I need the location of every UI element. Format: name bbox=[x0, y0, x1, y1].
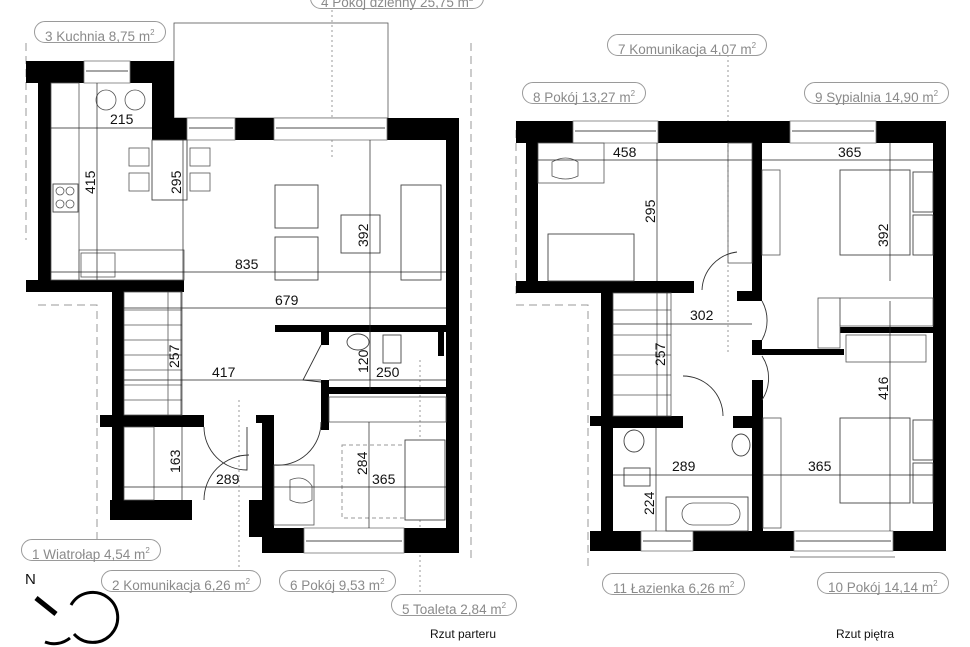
dim-257-upper: 257 bbox=[652, 342, 668, 366]
dim-392-upper: 392 bbox=[875, 223, 891, 247]
ground-floor-caption: Rzut parteru bbox=[430, 627, 497, 641]
room-label-pokoj-8: 8 Pokój 13,27 m2 bbox=[522, 82, 647, 105]
dim-458: 458 bbox=[613, 144, 637, 160]
dim-163: 163 bbox=[167, 449, 183, 473]
upper-floor-caption: Rzut piętra bbox=[836, 627, 895, 641]
dim-215: 215 bbox=[110, 111, 134, 127]
dim-365-upper-a: 365 bbox=[838, 144, 862, 160]
room-label-text: 7 Komunikacja 4,07 m bbox=[618, 42, 752, 57]
dim-250: 250 bbox=[376, 364, 400, 380]
north-label: N bbox=[25, 571, 36, 588]
dim-417: 417 bbox=[212, 364, 236, 380]
dim-295: 295 bbox=[168, 170, 184, 194]
room-label-text: 8 Pokój 13,27 m bbox=[533, 90, 631, 105]
dim-679: 679 bbox=[275, 292, 299, 308]
room-label-text: 5 Toaleta 2,84 m bbox=[402, 602, 502, 617]
room-label-lazienka: 11 Łazienka 6,26 m2 bbox=[602, 573, 746, 596]
room-label-kuchnia: 3 Kuchnia 8,75 m2 bbox=[34, 21, 166, 44]
upper-floor-plan: 458 295 365 392 302 257 416 289 365 224 bbox=[515, 55, 946, 570]
room-label-sypialnia: 9 Sypialnia 14,90 m2 bbox=[804, 82, 950, 105]
room-label-text: 9 Sypialnia 14,90 m bbox=[815, 90, 934, 105]
dim-365: 365 bbox=[372, 471, 396, 487]
room-label-pokoj-dzienny: 4 Pokój dzienny 25,75 m2 bbox=[310, 0, 485, 10]
superscript: 2 bbox=[751, 41, 757, 50]
superscript: 2 bbox=[380, 577, 385, 586]
dim-416: 416 bbox=[875, 376, 891, 400]
dim-295-upper: 295 bbox=[642, 199, 658, 223]
room-label-komunikacja-ground: 2 Komunikacja 6,26 m2 bbox=[101, 570, 262, 593]
dim-289: 289 bbox=[216, 471, 240, 487]
room-label-pokoj-6: 6 Pokój 9,53 m2 bbox=[279, 570, 396, 593]
room-label-wiatrolap: 1 Wiatrołap 4,54 m2 bbox=[21, 539, 161, 562]
room-label-pokoj-10: 10 Pokój 14,14 m2 bbox=[817, 572, 949, 595]
room-label-komunikacja-upper: 7 Komunikacja 4,07 m2 bbox=[607, 34, 768, 57]
superscript: 2 bbox=[150, 28, 155, 37]
dim-224: 224 bbox=[641, 491, 657, 515]
room-label-text: 4 Pokój dzienny 25,75 m bbox=[321, 0, 469, 10]
superscript: 2 bbox=[245, 577, 251, 586]
room-label-text: 1 Wiatrołap 4,54 m bbox=[32, 547, 146, 562]
north-arrow-icon bbox=[34, 590, 120, 646]
room-label-toaleta: 5 Toaleta 2,84 m2 bbox=[391, 594, 518, 617]
dim-415: 415 bbox=[82, 170, 98, 194]
dim-284: 284 bbox=[354, 451, 370, 475]
ground-staircase bbox=[123, 291, 183, 416]
dim-302: 302 bbox=[690, 307, 714, 323]
dim-257: 257 bbox=[166, 344, 182, 368]
superscript: 2 bbox=[469, 0, 473, 3]
superscript: 2 bbox=[145, 546, 150, 555]
dim-365-upper-b: 365 bbox=[808, 458, 832, 474]
room-label-text: 3 Kuchnia 8,75 m bbox=[45, 29, 151, 44]
superscript: 2 bbox=[630, 89, 636, 98]
superscript: 2 bbox=[933, 89, 939, 98]
dim-392: 392 bbox=[355, 223, 371, 247]
superscript: 2 bbox=[933, 579, 938, 588]
room-label-text: 6 Pokój 9,53 m bbox=[290, 578, 381, 593]
dim-120: 120 bbox=[355, 349, 371, 373]
dim-289-upper: 289 bbox=[672, 458, 696, 474]
superscript: 2 bbox=[729, 580, 735, 589]
superscript: 2 bbox=[501, 601, 507, 610]
dim-835: 835 bbox=[235, 256, 259, 272]
ground-floor-plan: 215 415 295 392 835 679 257 417 120 250 … bbox=[25, 5, 472, 595]
room-label-text: 10 Pokój 14,14 m bbox=[828, 580, 934, 595]
room-label-text: 11 Łazienka 6,26 m bbox=[613, 581, 730, 596]
room-label-text: 2 Komunikacja 6,26 m bbox=[112, 578, 246, 593]
